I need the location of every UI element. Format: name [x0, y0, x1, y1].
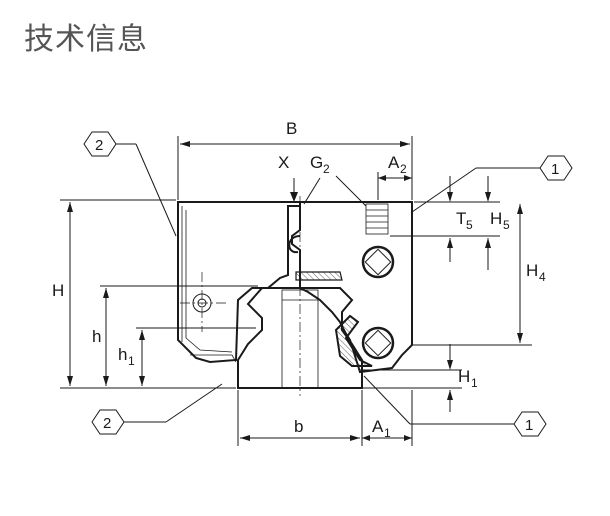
dim-T5: [390, 176, 462, 262]
callout-top-right-label: 1: [551, 161, 559, 178]
label-A1: A: [372, 417, 384, 436]
dim-H5: [462, 176, 500, 270]
dim-H4: [412, 204, 532, 346]
dim-B: [177, 136, 413, 200]
carriage-section: [291, 201, 413, 374]
dim-h1: [136, 327, 256, 386]
label-H4: H: [526, 261, 538, 280]
label-b: b: [294, 417, 303, 436]
carriage-outline: [177, 201, 301, 364]
label-H: H: [52, 281, 64, 300]
dim-h: [100, 285, 258, 386]
ball-upper: [361, 245, 395, 279]
label-H1: H: [458, 367, 470, 386]
label-A1-sub: 1: [384, 426, 391, 440]
lube-nipple: [365, 203, 389, 235]
label-H1-sub: 1: [471, 376, 478, 390]
dim-H: [60, 199, 236, 389]
callout-bottom-left: 2: [91, 383, 223, 435]
label-h1: h: [118, 345, 127, 364]
label-G2-sub: 2: [323, 162, 330, 176]
label-H4-sub: 4: [539, 270, 546, 284]
leader-G2-hole: [335, 175, 367, 207]
label-B: B: [286, 119, 297, 138]
callout-bottom-right-label: 1: [525, 417, 533, 434]
callout-bottom-left-label: 2: [103, 415, 111, 432]
callout-top-right: 1: [411, 155, 573, 213]
label-G2: G: [310, 153, 323, 172]
label-h: h: [92, 327, 101, 346]
label-A2-sub: 2: [400, 162, 407, 176]
dim-b: [237, 390, 363, 446]
dim-A1: [362, 390, 413, 446]
ball-lower: [361, 326, 395, 360]
leader-G2: [303, 177, 321, 205]
label-H5: H: [490, 209, 502, 228]
label-X: X: [278, 153, 289, 172]
arrow-X: [290, 178, 298, 202]
dim-H1: [360, 344, 462, 412]
label-T5: T: [456, 209, 466, 228]
dim-A2: [377, 172, 412, 200]
callout-top-left-label: 2: [95, 137, 103, 154]
callout-bottom-right: 1: [363, 375, 547, 437]
label-T5-sub: 5: [466, 218, 473, 232]
label-H5-sub: 5: [503, 218, 510, 232]
seal-strip: [295, 271, 373, 367]
retainer-hook: [288, 235, 301, 254]
label-h1-sub: 1: [128, 354, 135, 368]
callout-top-left: 2: [83, 131, 177, 237]
label-A2: A: [388, 153, 400, 172]
page-title: 技术信息: [24, 22, 148, 57]
